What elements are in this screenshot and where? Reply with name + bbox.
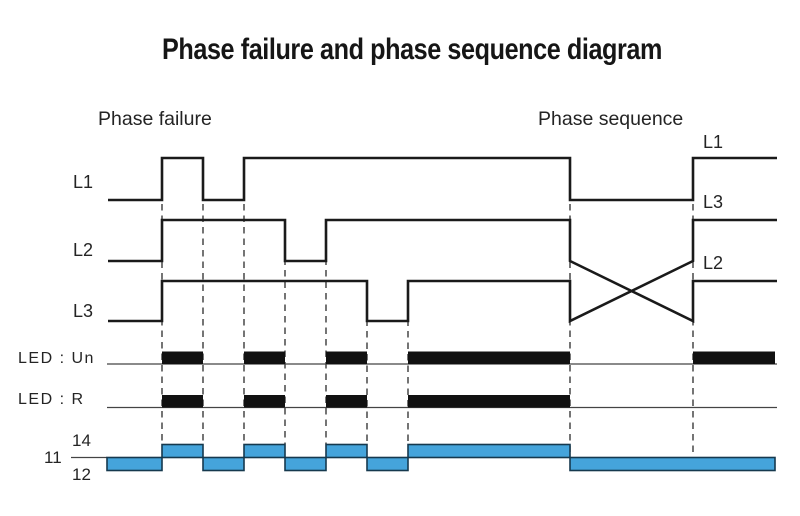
- trace-L1: [108, 156, 777, 202]
- relay-off-12-bar: [366, 456, 409, 472]
- signal-label-l2-left: L2: [73, 240, 94, 260]
- signal-label-l1-left: L1: [73, 172, 94, 192]
- led-un-label: LED : Un: [18, 350, 95, 367]
- diagram-title: Phase failure and phase sequence diagram: [162, 33, 662, 66]
- relay-off-12-bar: [106, 456, 163, 472]
- signal-label-l2-right: L2: [703, 253, 724, 273]
- trace-L2: [108, 218, 777, 324]
- led-r-on-bar: [326, 395, 367, 408]
- led-un-on-bar: [244, 351, 285, 364]
- signal-label-l3-right: L3: [703, 192, 724, 212]
- relay-contact-12-label: 12: [72, 465, 91, 484]
- relay-on-14-bar: [161, 443, 204, 459]
- led-un-on-bar: [326, 351, 367, 364]
- relay-on-14-bar: [325, 443, 368, 459]
- signal-label-l3-left: L3: [73, 301, 94, 321]
- section-label-phase-failure: Phase failure: [98, 108, 212, 130]
- signal-label-l1-right: L1: [703, 132, 724, 152]
- led-un-on-bar: [693, 351, 775, 364]
- led-un-on-bar: [408, 351, 570, 364]
- led-r-on-bar: [408, 395, 570, 408]
- relay-on-14-bar: [407, 443, 571, 459]
- relay-off-12-bar: [569, 456, 776, 472]
- section-label-phase-sequence: Phase sequence: [538, 108, 684, 130]
- led-un-on-bar: [162, 351, 203, 364]
- led-r-on-bar: [162, 395, 203, 408]
- trace-L3: [108, 218, 777, 324]
- relay-on-14-bar: [243, 443, 286, 459]
- relay-off-12-bar: [202, 456, 245, 472]
- relay-off-12-bar: [284, 456, 327, 472]
- led-r-on-bar: [244, 395, 285, 408]
- led-r-label: LED : R: [18, 391, 85, 408]
- relay-contact-14-label: 14: [72, 431, 91, 450]
- relay-contact-11-label: 11: [44, 448, 62, 467]
